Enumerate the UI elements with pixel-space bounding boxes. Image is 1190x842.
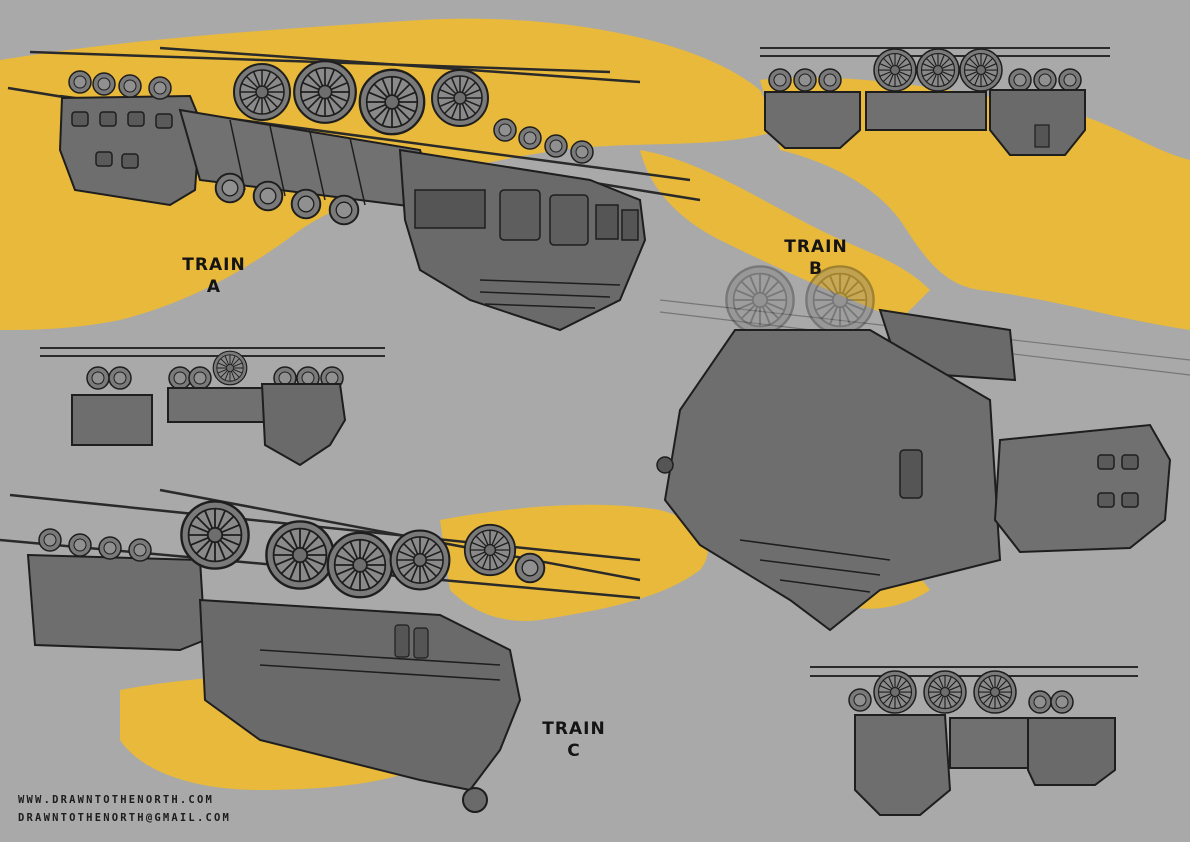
train-c-perspective xyxy=(0,488,641,813)
train-c-label-line1: TRAIN xyxy=(542,719,606,739)
train-c-label-line2: C xyxy=(567,741,581,761)
train-b-perspective xyxy=(656,265,1190,632)
credit-email: DRAWNTOTHENORTH@GMAIL.COM xyxy=(18,812,232,824)
credit-website: WWW.DRAWNTOTHENORTH.COM xyxy=(18,794,214,806)
train-c-label: TRAIN C xyxy=(528,718,620,762)
train-c-side-view xyxy=(810,666,1138,816)
train-a-label-line1: TRAIN xyxy=(182,255,246,275)
train-b-label: TRAIN B xyxy=(770,236,862,280)
train-b-label-line2: B xyxy=(809,259,823,279)
train-a-side-view xyxy=(760,47,1110,156)
train-b-label-line1: TRAIN xyxy=(784,237,848,257)
train-a-perspective xyxy=(7,46,701,332)
train-a-label-line2: A xyxy=(206,277,222,297)
train-a-label: TRAIN A xyxy=(168,254,260,298)
train-b-side-view xyxy=(40,347,385,467)
